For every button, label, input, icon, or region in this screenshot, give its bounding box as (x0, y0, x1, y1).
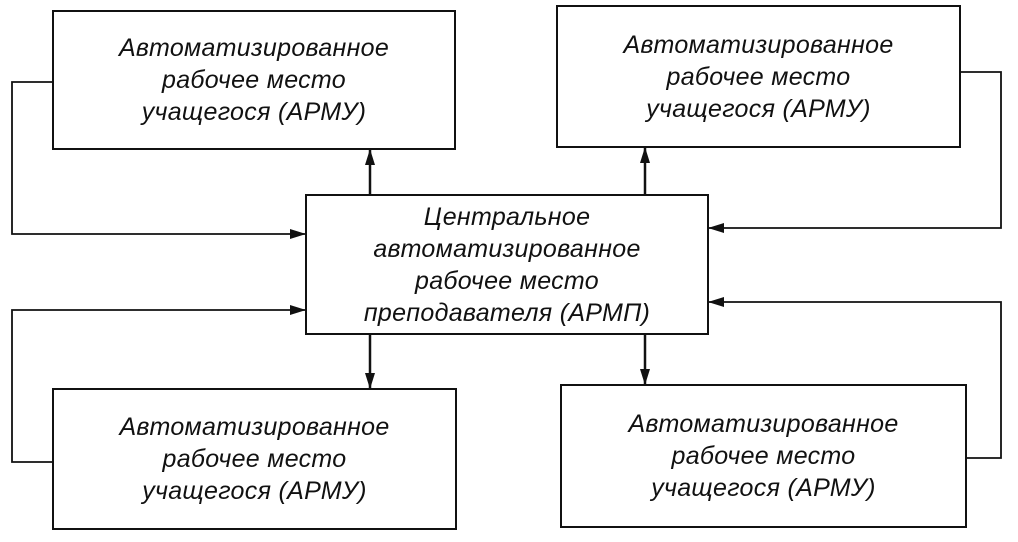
box-top-left-line-2: рабочее место (162, 66, 346, 94)
box-top-left-line-1: Автоматизированное (118, 34, 390, 62)
box-top-right-line-1: Автоматизированное (623, 30, 894, 59)
box-bottom-left-line-1: Автоматизированное (119, 413, 390, 441)
box-top-left-line-3: учащегося (АРМУ) (141, 98, 367, 126)
box-top-right-line-3: учащегося (АРМУ) (646, 94, 871, 123)
box-bottom-left-line-2: рабочее место (162, 445, 347, 473)
box-top-right-armu: Автоматизированное рабочее место учащего… (556, 5, 961, 148)
loop-bottom-right-to-center (708, 297, 1002, 459)
box-center-line-1: Центральное (423, 202, 591, 231)
box-bottom-left-line-3: учащегося (АРМУ) (142, 477, 367, 505)
box-bottom-right-line-1: Автоматизированное (628, 410, 899, 438)
box-bottom-right-line-2: рабочее место (671, 442, 856, 470)
box-bottom-right-line-3: учащегося (АРМУ) (651, 474, 876, 502)
box-bottom-left-armu: Автоматизированное рабочее место учащего… (52, 388, 457, 530)
box-top-right-line-2: рабочее место (666, 62, 851, 91)
box-top-left-armu: Автоматизированное рабочее место учащего… (52, 10, 456, 150)
loop-bottom-left-to-center (11, 305, 306, 463)
box-center-line-3: рабочее место (415, 266, 599, 295)
box-center-line-2: автоматизированное (373, 234, 641, 263)
box-center-line-4: преподавателя (АРМП) (363, 298, 651, 327)
box-center-armp: Центральное автоматизированное рабочее м… (305, 194, 709, 335)
box-bottom-right-armu: Автоматизированное рабочее место учащего… (560, 384, 967, 528)
loop-top-left-to-center (11, 81, 306, 239)
loop-top-right-to-center (708, 71, 1002, 233)
